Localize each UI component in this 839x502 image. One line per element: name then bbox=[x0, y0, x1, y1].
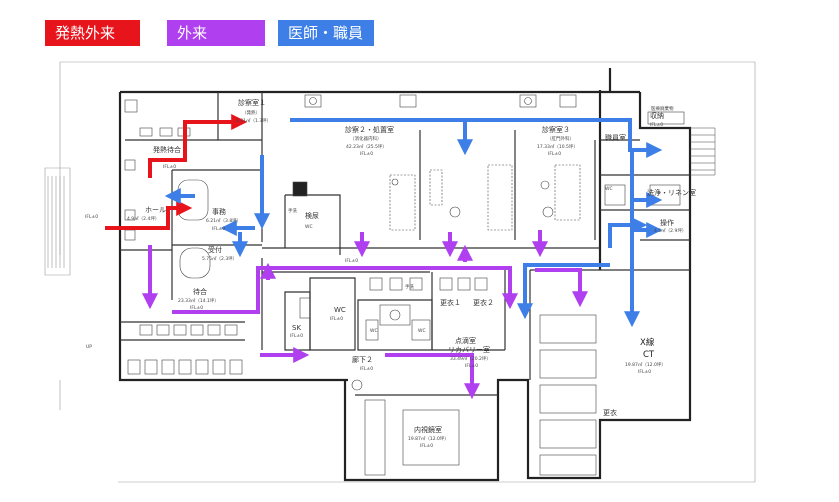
label-hall-area: 4.9㎡（2.4坪） bbox=[127, 215, 159, 222]
label-endoscopy-fl: IFL±0 bbox=[420, 443, 433, 449]
room-labels: 診察室１ （発熱） 4.21㎡（1.3坪） 発熱待合 IFL±0 ホール 4.9… bbox=[85, 98, 696, 449]
label-reception-area: 5.75㎡（2.3坪） bbox=[202, 255, 237, 262]
label-wc5: WC bbox=[418, 328, 426, 334]
label-storage: 収納 bbox=[650, 111, 664, 120]
label-sink2: 手洗 bbox=[405, 283, 414, 290]
label-exam2-fl: IFL±0 bbox=[360, 151, 373, 157]
label-sink: 手洗 bbox=[288, 207, 297, 214]
label-ct: CT bbox=[643, 350, 655, 360]
label-recovery: リカバリー室 bbox=[448, 345, 490, 354]
label-infusion: 点滴室 bbox=[455, 336, 476, 345]
label-change3: 更衣 bbox=[603, 408, 617, 417]
label-wash: 洗浄・リネン室 bbox=[647, 188, 696, 197]
label-wc2: WC bbox=[334, 306, 346, 314]
label-office: 事務 bbox=[212, 207, 226, 216]
label-exam3: 診察室３ bbox=[542, 125, 570, 134]
label-sk-fl: IFL±0 bbox=[290, 333, 303, 339]
label-endoscopy: 内視鏡室 bbox=[414, 425, 442, 434]
building-walls bbox=[118, 68, 692, 482]
label-ifl-left: IFL±0 bbox=[85, 214, 98, 220]
fever-route bbox=[105, 114, 248, 230]
label-operation-area: 4.5㎡（2.9坪） bbox=[654, 227, 686, 234]
label-waiting-area: 23.33㎡（14.1坪） bbox=[178, 297, 219, 304]
label-reception: 受付 bbox=[208, 245, 222, 254]
label-medical-waste: 医療廃棄物 bbox=[651, 105, 674, 112]
label-change1: 更衣１ bbox=[440, 298, 461, 307]
label-waiting-fl: IFL±0 bbox=[190, 305, 203, 311]
label-staff-room: 職員室 bbox=[605, 133, 626, 142]
label-corridor2: 廊下２ bbox=[352, 355, 373, 364]
label-exam3-sub: （肛門外科） bbox=[547, 135, 574, 142]
label-fever-wait-fl: IFL±0 bbox=[163, 164, 176, 170]
label-inspect: 検尿 bbox=[305, 211, 319, 220]
label-exam2-area: 42.23㎡（25.5坪） bbox=[346, 143, 387, 150]
legend-outpatient: 外来 bbox=[167, 20, 265, 46]
label-wc1: WC bbox=[305, 224, 313, 230]
label-exam1-sub: （発熱） bbox=[242, 109, 260, 116]
legend-fever-outpatient: 発熱外来 bbox=[45, 20, 140, 46]
label-xray: X線 bbox=[640, 337, 655, 348]
label-ifl-corridor: IFL±0 bbox=[345, 258, 358, 264]
label-sk: SK bbox=[292, 324, 301, 332]
legend-staff: 医師・職員 bbox=[278, 20, 374, 46]
label-corridor2-fl: IFL±0 bbox=[360, 366, 373, 372]
stair bbox=[690, 127, 716, 176]
legend-staff-label: 医師・職員 bbox=[288, 24, 364, 42]
label-infusion-fl: IFL±0 bbox=[465, 363, 478, 369]
label-wc2-fl: IFL±0 bbox=[330, 316, 343, 322]
label-xray-area: 19.87㎡（12.0坪） bbox=[625, 361, 666, 368]
outpatient-route bbox=[142, 230, 588, 400]
label-infusion-area: 33.49㎡（20.2坪） bbox=[450, 355, 491, 362]
label-endoscopy-area: 19.87㎡（12.0坪） bbox=[408, 435, 449, 442]
fixtures bbox=[124, 94, 685, 476]
label-exam2: 診察２・処置室 bbox=[345, 125, 394, 134]
legend-fever-label: 発熱外来 bbox=[55, 24, 116, 42]
label-storage-fl: IFL±0 bbox=[650, 122, 663, 128]
label-exam2-sub: （消化器内科） bbox=[350, 135, 382, 142]
label-office-fl: IFL±0 bbox=[212, 226, 225, 232]
label-exam1-area: 4.21㎡（1.3坪） bbox=[236, 117, 271, 124]
label-wc3: WC bbox=[605, 186, 613, 192]
site-boundary bbox=[44, 61, 756, 483]
label-fever-wait: 発熱待合 bbox=[153, 145, 181, 154]
legend-outpatient-label: 外来 bbox=[177, 24, 208, 42]
label-change2: 更衣２ bbox=[473, 298, 494, 307]
label-exam1: 診察室１ bbox=[238, 98, 266, 107]
label-waiting: 待合 bbox=[193, 287, 207, 296]
label-up: UP bbox=[86, 344, 92, 350]
label-office-area: 6.21㎡（3.8坪） bbox=[206, 217, 241, 224]
label-exam3-area: 17.33㎡（10.5坪） bbox=[537, 143, 578, 150]
label-exam3-fl: IFL±0 bbox=[548, 151, 561, 157]
label-xray-fl: IFL±0 bbox=[638, 369, 651, 375]
staff-route bbox=[164, 118, 663, 328]
label-hall: ホール bbox=[145, 206, 166, 214]
label-operation: 操作 bbox=[660, 218, 674, 227]
label-wc4: WC bbox=[370, 328, 378, 334]
